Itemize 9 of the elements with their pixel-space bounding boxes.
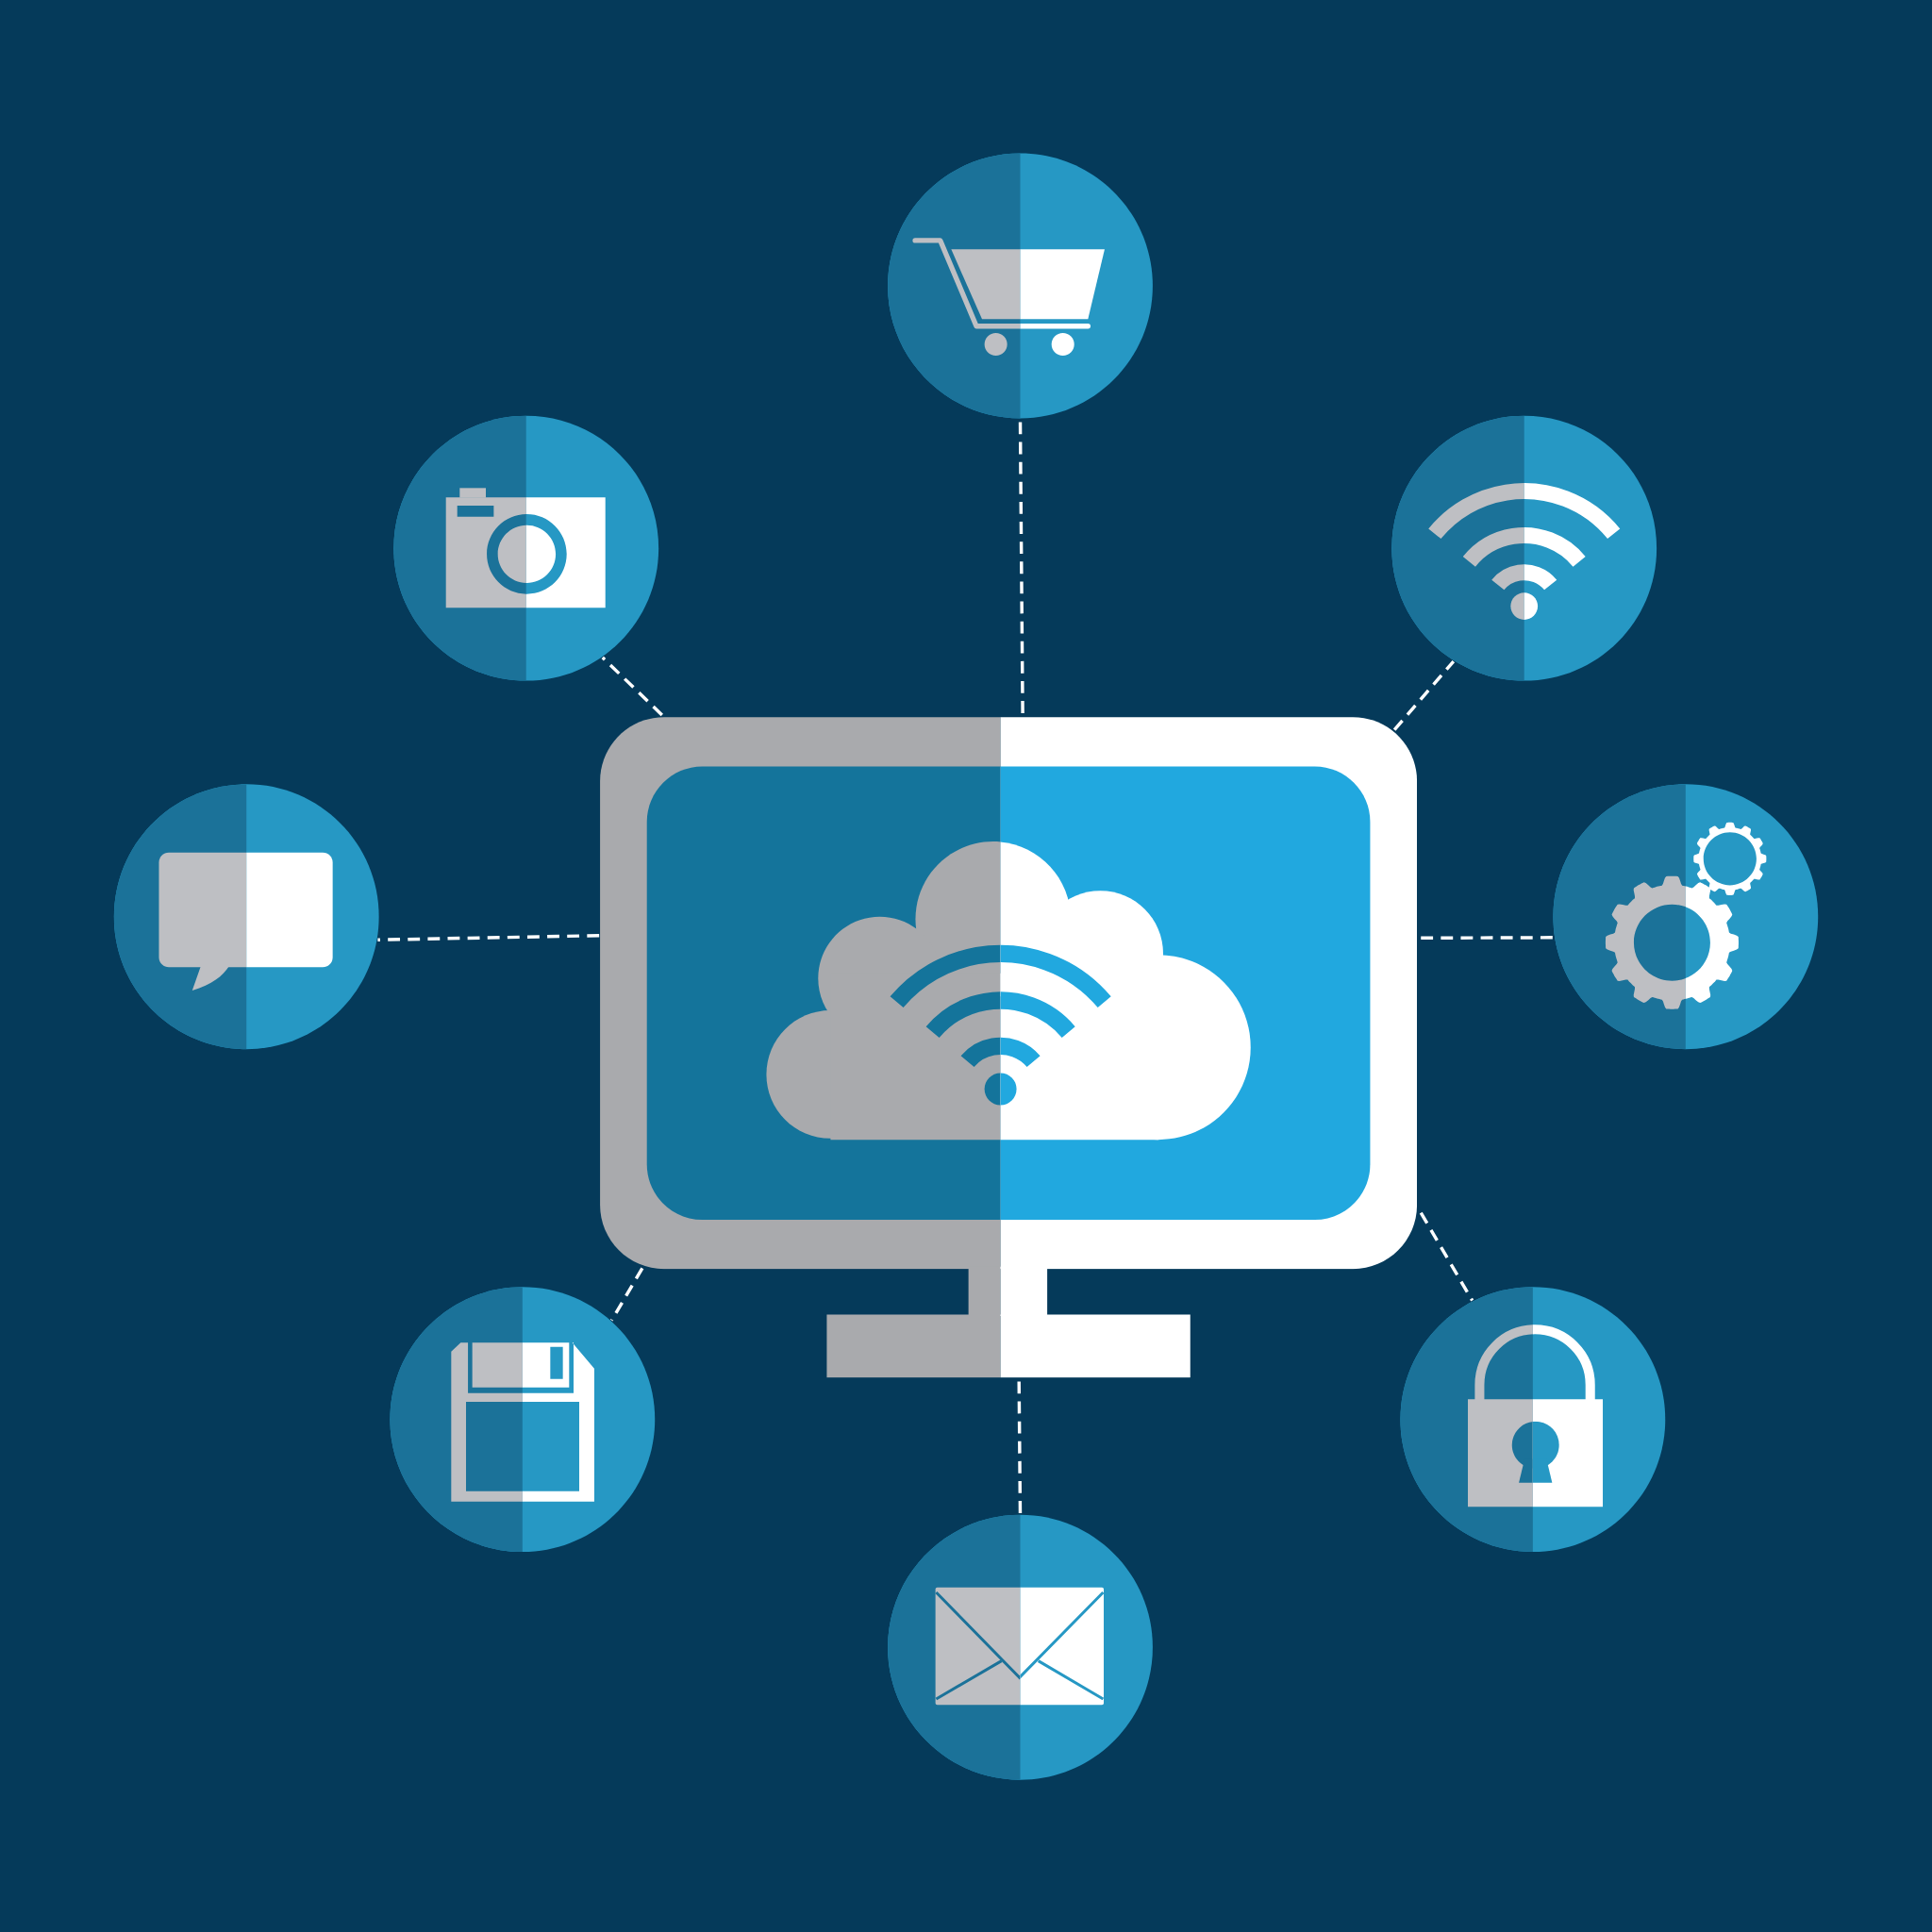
dashed-line bbox=[609, 1267, 644, 1322]
icon-circle bbox=[1391, 415, 1657, 681]
dashed-line bbox=[1421, 936, 1555, 941]
dashed-line bbox=[377, 934, 600, 941]
dashed-line bbox=[1017, 1381, 1023, 1514]
dashed-line bbox=[1392, 659, 1456, 731]
dashed-line bbox=[1018, 419, 1024, 713]
dashed-line bbox=[601, 656, 663, 717]
dashed-line bbox=[1419, 1211, 1474, 1302]
